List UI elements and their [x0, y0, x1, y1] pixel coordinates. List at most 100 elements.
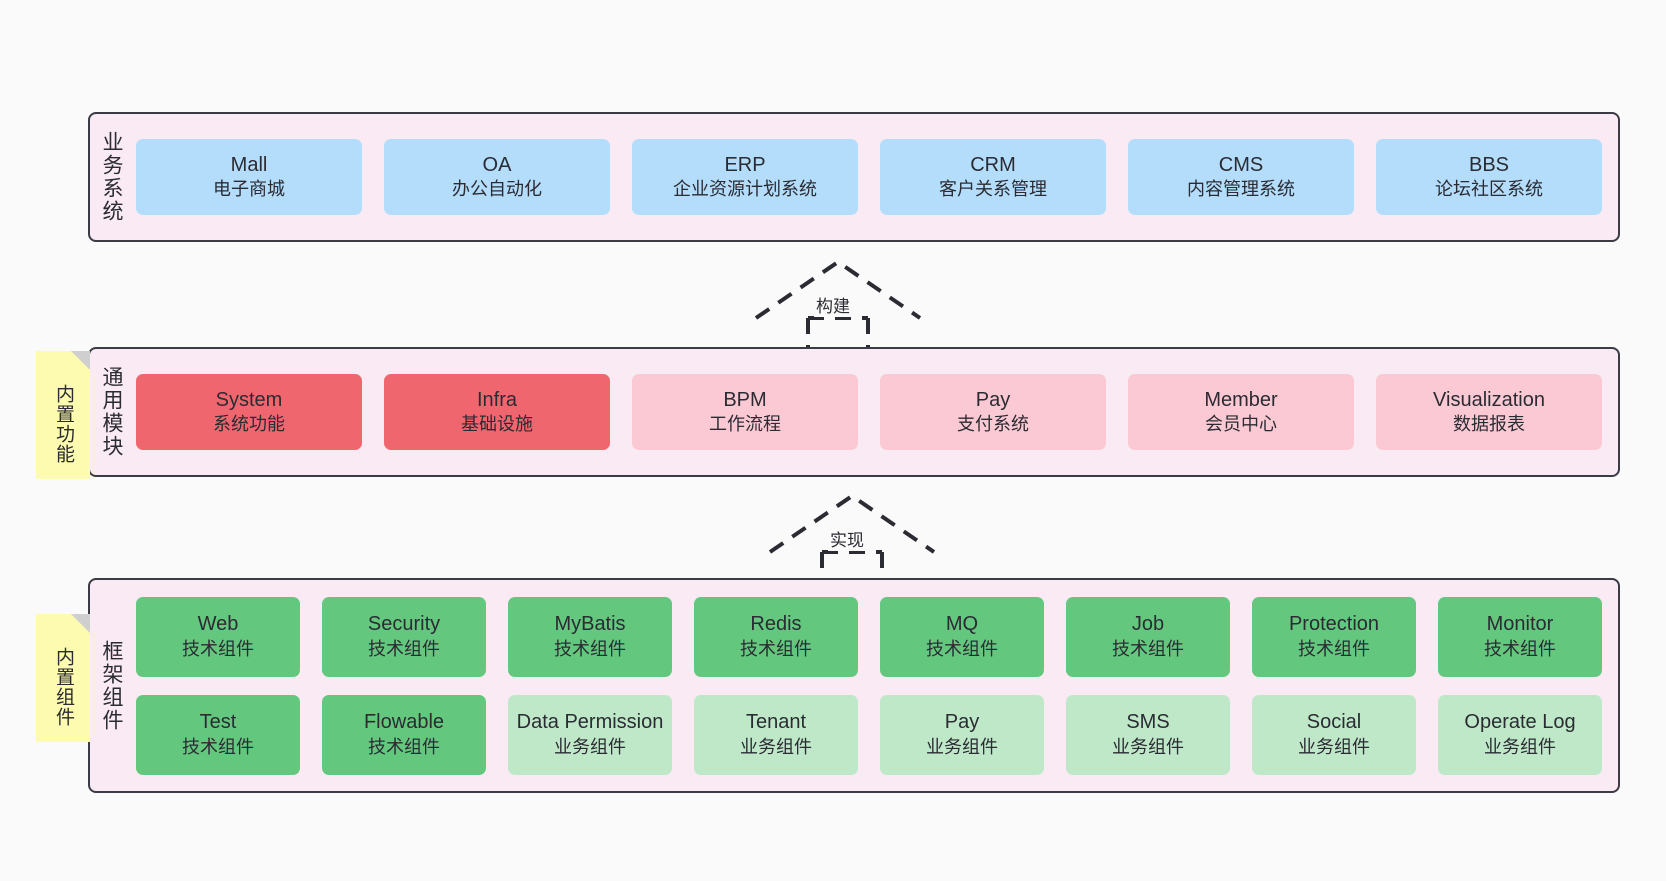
card-title-cn: 技术组件 [1298, 638, 1370, 659]
card-title-cn: 办公自动化 [452, 179, 542, 200]
layer-label-common-modules: 通用模块 [100, 366, 124, 458]
card-title-en: CRM [970, 153, 1016, 176]
card-title-en: Monitor [1486, 613, 1554, 636]
card-title-en: OA [482, 153, 512, 176]
sticky-note-builtin-functions: 内置功能 [36, 351, 90, 479]
card-title-en: Member [1204, 388, 1278, 411]
card-title-cn: 技术组件 [740, 638, 812, 659]
card-title-en: Social [1306, 711, 1362, 734]
card-title-cn: 企业资源计划系统 [673, 179, 817, 200]
arrow-implement-label: 实现 [828, 526, 866, 551]
card-title-cn: 技术组件 [182, 736, 254, 757]
layer-body-business-systems: Mall 电子商城 OA 办公自动化 ERP 企业资源计划系统 CRM 客户关系管理 CMS 内容… [132, 114, 1618, 240]
layer-business-systems: 业务系统 Mall 电子商城 OA 办公自动化 ERP 企业资源计划系统 CRM 客户关系管理… [88, 112, 1620, 242]
card-title-en: Tenant [745, 711, 807, 734]
card-title-en: MyBatis [554, 613, 626, 636]
card-title-en: BPM [723, 388, 767, 411]
card-title-cn: 业务组件 [1298, 736, 1370, 757]
card-title-cn: 业务组件 [554, 736, 626, 757]
arrow-build: 构建 [752, 256, 924, 350]
card-title-en: Protection [1288, 613, 1380, 636]
card-title-cn: 工作流程 [709, 414, 781, 435]
card-title-en: Visualization [1433, 388, 1545, 411]
card-title-cn: 技术组件 [1112, 638, 1184, 659]
card-title-en: Pay [944, 711, 980, 734]
layer-label-framework-components: 框架组件 [100, 639, 124, 732]
card-title-cn: 数据报表 [1453, 414, 1525, 435]
business-system-card[interactable]: CMS 内容管理系统 [1128, 139, 1354, 215]
card-title-en: CMS [1218, 153, 1264, 176]
card-title-en: Infra [476, 388, 518, 411]
common-module-card[interactable]: Member 会员中心 [1128, 374, 1354, 450]
card-title-en: Test [199, 711, 237, 734]
business-system-card[interactable]: Mall 电子商城 [136, 139, 362, 215]
card-title-en: BBS [1468, 153, 1510, 176]
card-title-cn: 技术组件 [368, 638, 440, 659]
card-title-cn: 业务组件 [740, 736, 812, 757]
arrow-implement-shaft [820, 550, 884, 582]
card-title-cn: 论坛社区系统 [1435, 179, 1543, 200]
card-title-en: Security [367, 613, 441, 636]
business-system-card[interactable]: BBS 论坛社区系统 [1376, 139, 1602, 215]
card-title-en: System [215, 388, 283, 411]
common-module-card[interactable]: Pay 支付系统 [880, 374, 1106, 450]
card-title-cn: 技术组件 [1484, 638, 1556, 659]
sticky-note-builtin-components: 内置组件 [36, 614, 90, 742]
card-title-cn: 客户关系管理 [939, 179, 1047, 200]
card-title-en: Pay [975, 388, 1011, 411]
common-module-card[interactable]: Visualization 数据报表 [1376, 374, 1602, 450]
business-system-card[interactable]: OA 办公自动化 [384, 139, 610, 215]
common-module-card[interactable]: BPM 工作流程 [632, 374, 858, 450]
card-title-cn: 电子商城 [213, 179, 285, 200]
card-title-cn: 内容管理系统 [1187, 179, 1295, 200]
card-title-cn: 业务组件 [926, 736, 998, 757]
arrow-build-shaft [806, 316, 870, 348]
card-title-cn: 系统功能 [213, 414, 285, 435]
business-system-card[interactable]: CRM 客户关系管理 [880, 139, 1106, 215]
card-title-en: Job [1131, 613, 1165, 636]
layer-label-business-systems: 业务系统 [100, 131, 124, 223]
card-title-cn: 会员中心 [1205, 414, 1277, 435]
card-title-en: Flowable [363, 711, 445, 734]
arrow-build-head [754, 259, 922, 320]
arrow-implement: 实现 [766, 490, 938, 584]
card-title-en: Data Permission [516, 711, 664, 734]
common-module-card[interactable]: System 系统功能 [136, 374, 362, 450]
card-title-cn: 业务组件 [1484, 736, 1556, 757]
card-title-cn: 技术组件 [926, 638, 998, 659]
card-title-en: Web [197, 613, 239, 636]
business-system-card[interactable]: ERP 企业资源计划系统 [632, 139, 858, 215]
business-card-row: Mall 电子商城 OA 办公自动化 ERP 企业资源计划系统 CRM 客户关系管理 CMS 内容… [136, 139, 1602, 215]
card-title-en: ERP [724, 153, 766, 176]
card-title-en: MQ [945, 613, 979, 636]
card-title-cn: 技术组件 [554, 638, 626, 659]
card-title-cn: 技术组件 [182, 638, 254, 659]
arrow-build-label: 构建 [814, 292, 852, 317]
card-title-cn: 支付系统 [957, 414, 1029, 435]
card-title-en: Mall [230, 153, 268, 176]
